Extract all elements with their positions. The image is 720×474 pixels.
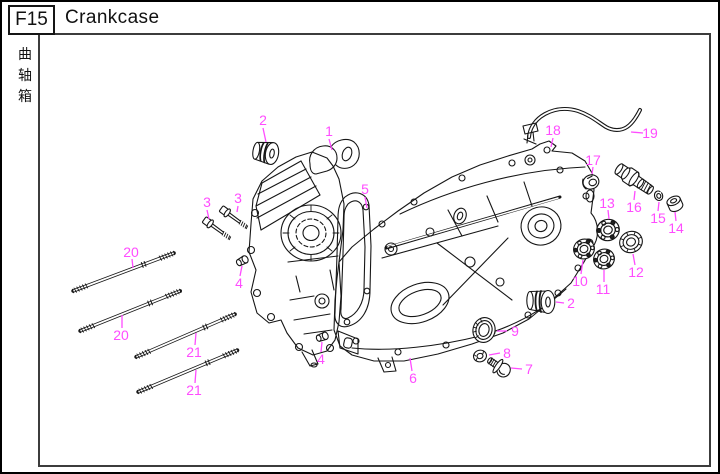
part-number-label: 7 [525,361,533,377]
side-label-char: 箱 [18,88,32,104]
part-number-label: 1 [325,123,333,139]
leader-line [657,201,660,212]
leader-line [550,137,554,148]
part-number-label: 16 [626,199,642,215]
part-number-label: 9 [511,323,519,339]
part-number-label: 4 [317,351,325,367]
leader-line [194,369,197,384]
part-number-label: 8 [503,345,511,361]
leader-line [591,166,594,175]
part-number-label: 3 [234,190,242,206]
side-label-vertical: 曲 轴 箱 [15,44,35,107]
part-number-label: 21 [186,382,202,398]
diagram-frame [38,33,711,467]
part-number-label: 20 [123,244,139,260]
bushing [582,174,600,190]
part-number-label: 6 [409,370,417,386]
leader-line [239,265,243,277]
leader-line [630,131,644,134]
part-mount-front [252,141,280,165]
part-number-label: 10 [572,273,588,289]
part-number-label: 17 [585,152,601,168]
breather-tube [522,107,642,145]
right-crankcase-half [333,140,599,373]
part-number-label: 2 [567,295,575,311]
leader-line [633,190,636,201]
part-number-label: 14 [668,220,684,236]
leader-line [555,301,565,304]
leader-line [674,211,677,222]
seal-ring [619,230,643,254]
flange-bolt [217,204,251,232]
leader-line [632,253,636,266]
sealing-washer [472,349,488,363]
part-number-label: 5 [361,181,369,197]
circlip [653,190,664,202]
leader-line [206,209,210,220]
part-number-label: 2 [259,112,267,128]
leader-line [607,209,610,220]
dowel-pin [314,330,330,344]
part-mount-rear [526,289,556,315]
leader-line [510,367,523,370]
part-number-label: 15 [650,210,666,226]
part-number-label: 11 [596,281,611,297]
cap-nut [666,195,684,213]
part-number-label: 21 [186,344,202,360]
part-number-label: 18 [545,122,561,138]
part-number-label: 3 [203,194,211,210]
crankcase-drawing [70,107,684,397]
part-number-label: 12 [628,264,644,280]
stud-bolt [77,286,183,336]
leader-line [364,196,368,209]
side-label-char: 曲 [18,46,32,62]
part-number-label: 19 [642,125,658,141]
flange-bolt [200,215,234,243]
leader-line [262,127,267,143]
gasket [334,192,372,328]
leader-line [320,341,323,353]
section-code-box: F15 [8,5,55,35]
page-title: Crankcase [65,7,160,28]
dowel-pin [234,254,250,268]
leader-line [580,259,584,275]
leader-line [328,138,333,151]
drain-bolt [487,357,511,378]
leader-line [131,258,134,269]
section-code: F15 [15,9,48,30]
stepped-spindle [614,163,654,195]
leader-line [194,332,197,346]
part-number-label: 13 [599,195,615,211]
side-label-char: 轴 [18,67,32,83]
ball-bearing [593,215,623,245]
leader-line [488,352,501,356]
oil-seal [472,317,496,343]
part-number-label: 20 [113,327,129,343]
part-number-label: 4 [235,275,243,291]
leader-line [236,205,239,213]
left-crankcase-half [246,138,360,368]
leader-line [409,357,413,372]
